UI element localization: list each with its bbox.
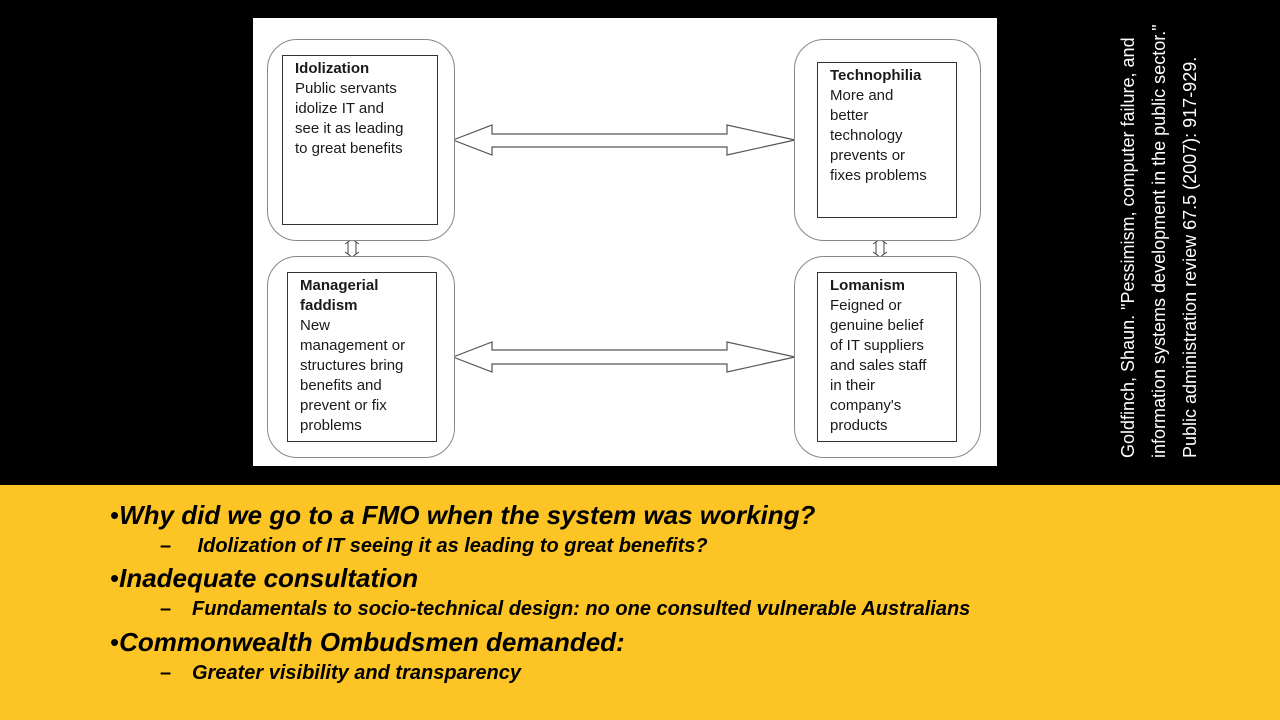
bullet-item: •Inadequate consultation — [110, 563, 418, 594]
bullet-text: Inadequate consultation — [119, 563, 419, 593]
citation-text: Goldfinch, Shaun. "Pessimism, computer f… — [1118, 24, 1200, 458]
lomanism-text: Feigned or genuine belief of IT supplier… — [830, 297, 927, 434]
idolization-text: Public servants idolize IT and see it as… — [295, 80, 404, 157]
sub-bullet-item: – Idolization of IT seeing it as leading… — [160, 535, 708, 558]
lomanism-box: Lomanism Feigned or genuine belief of IT… — [817, 272, 957, 442]
sub-bullet-text: Greater visibility and transparency — [192, 662, 522, 684]
double-arrow-right-vertical — [872, 238, 888, 258]
technophilia-box: Technophilia More and better technology … — [817, 62, 957, 218]
sub-bullet-text: Fundamentals to socio-technical design: … — [192, 598, 971, 620]
managerial-faddism-box: Managerial faddism New management or str… — [287, 272, 437, 442]
slide-bottom-band — [0, 485, 1280, 720]
technophilia-text: More and better technology prevents or f… — [830, 87, 927, 184]
bullet-marker: • — [110, 500, 120, 530]
managerial-faddism-title: Managerial faddism — [300, 277, 379, 314]
idolization-title: Idolization — [295, 60, 370, 77]
idolization-box: Idolization Public servants idolize IT a… — [282, 55, 438, 225]
double-arrow-top — [451, 124, 796, 156]
bullet-marker: • — [110, 627, 120, 657]
bullet-text: Commonwealth Ombudsmen demanded: — [119, 627, 625, 657]
bullet-item: •Commonwealth Ombudsmen demanded: — [110, 627, 625, 658]
sub-bullet-marker: – — [160, 662, 172, 684]
sub-bullet-item: –Greater visibility and transparency — [160, 662, 521, 685]
technophilia-title: Technophilia — [830, 67, 922, 84]
lomanism-title: Lomanism — [830, 277, 906, 294]
sub-bullet-marker: – — [160, 598, 172, 620]
sub-bullet-marker: – — [160, 535, 172, 557]
bullet-text: Why did we go to a FMO when the system w… — [119, 500, 816, 530]
bullet-item: •Why did we go to a FMO when the system … — [110, 500, 815, 531]
managerial-faddism-text: New management or structures bring benef… — [300, 317, 406, 434]
sub-bullet-text: Idolization of IT seeing it as leading t… — [192, 535, 708, 557]
double-arrow-left-vertical — [344, 238, 360, 258]
bullet-marker: • — [110, 563, 120, 593]
sub-bullet-item: –Fundamentals to socio-technical design:… — [160, 598, 970, 621]
citation-block: Goldfinch, Shaun. "Pessimism, computer f… — [1113, 18, 1233, 468]
double-arrow-bottom — [451, 341, 796, 373]
diagram-panel: Idolization Public servants idolize IT a… — [253, 18, 997, 466]
